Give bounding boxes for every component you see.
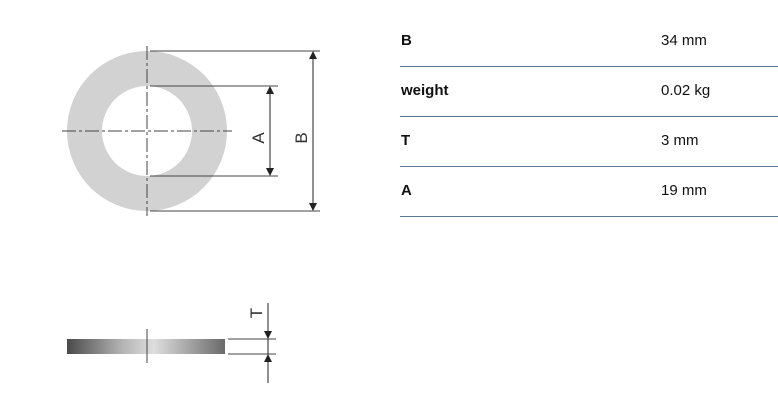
extension-lines <box>150 50 320 212</box>
washer-side-view <box>67 303 276 383</box>
spec-row: weight 0.02 kg <box>400 67 778 117</box>
spec-row: T 3 mm <box>400 117 778 167</box>
washer-inner-hole <box>102 86 192 176</box>
spec-row: A 19 mm <box>400 167 778 217</box>
spec-label: A <box>401 182 412 199</box>
centerlines <box>62 46 232 216</box>
spec-label: B <box>401 32 412 49</box>
spec-label: weight <box>401 82 449 99</box>
spec-label: T <box>401 132 411 149</box>
dimension-lines <box>266 51 317 211</box>
spec-value: 34 mm <box>661 32 707 49</box>
washer-technical-drawing: A B T <box>62 46 320 383</box>
dimension-label-t: T <box>247 308 266 318</box>
dimension-label-b: B <box>292 132 311 143</box>
washer-side-profile <box>67 339 225 354</box>
dimension-label-a: A <box>249 132 268 144</box>
spec-value: 0.02 kg <box>661 82 711 99</box>
spec-value: 19 mm <box>661 182 707 199</box>
washer-top-view <box>67 51 227 211</box>
specification-table: B 34 mm weight 0.02 kg T 3 mm A 19 mm <box>400 17 778 217</box>
spec-row: B 34 mm <box>400 17 778 67</box>
spec-value: 3 mm <box>661 132 699 149</box>
